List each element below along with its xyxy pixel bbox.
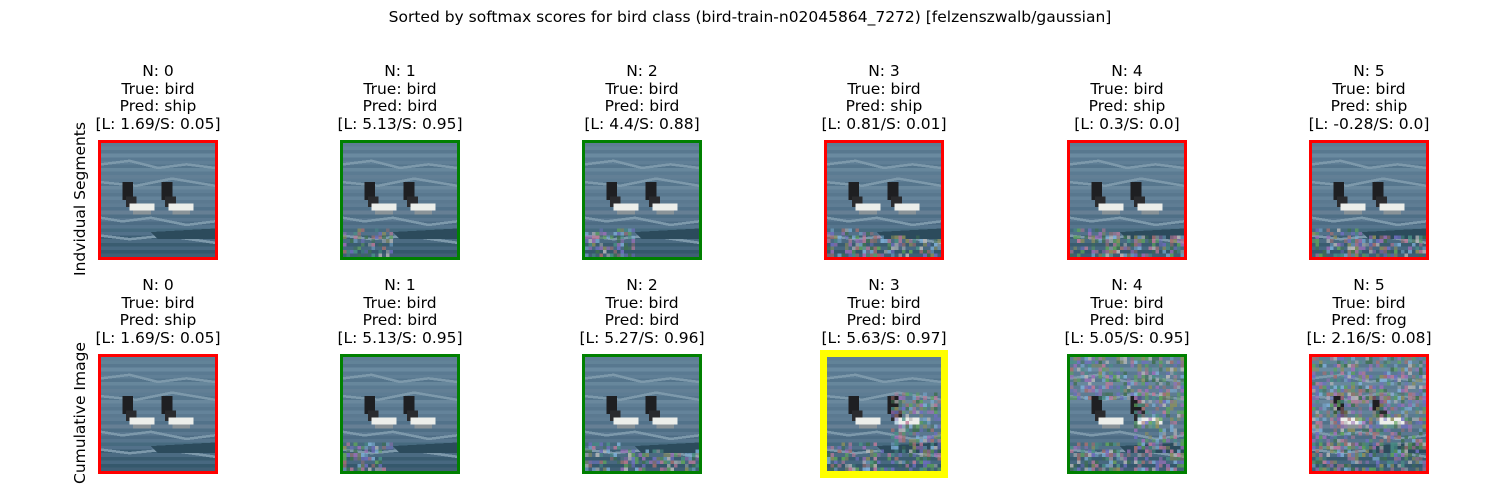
panel-title-scores-line: [L: 5.05/S: 0.95]	[1064, 328, 1190, 347]
panel-title-scores-line: [L: 5.27/S: 0.96]	[579, 328, 705, 347]
panel-title-pred-line: Pred: bird	[362, 97, 438, 115]
panel-title-n-line: N: 0	[142, 62, 174, 80]
panel-title-pred-line: Pred: ship	[119, 311, 197, 329]
panel-title-true-line: True: bird	[847, 293, 921, 312]
panel-title-n-line: N: 2	[626, 62, 658, 80]
figure-suptitle: Sorted by softmax scores for bird class …	[388, 8, 1112, 26]
row-label-cumulative-image: Cumulative Image	[71, 342, 89, 484]
panel-title-n-line: N: 1	[384, 62, 416, 80]
segment-thumbnail	[824, 140, 944, 260]
panel-title-n-line: N: 1	[384, 276, 416, 294]
panel-title-scores-line: [L: 2.16/S: 0.08]	[1306, 328, 1432, 347]
panel-title-pred-line: Pred: ship	[119, 97, 197, 115]
panel-title-scores-line: [L: 1.69/S: 0.05]	[95, 328, 221, 347]
panel-title-scores-line: [L: 5.63/S: 0.97]	[821, 328, 947, 347]
panel-title-n-line: N: 4	[1111, 62, 1143, 80]
panel-title-true-line: True: bird	[605, 293, 679, 312]
panel-title-pred-line: Pred: ship	[845, 97, 923, 115]
panel-title-true-line: True: bird	[363, 79, 437, 98]
panel-title-n-line: N: 4	[1111, 276, 1143, 294]
panel-title-true-line: True: bird	[847, 79, 921, 98]
panel-title-true-line: True: bird	[1332, 293, 1406, 312]
panel-title-n-line: N: 3	[868, 62, 900, 80]
panel-title-true-line: True: bird	[121, 79, 195, 98]
panel-title-pred-line: Pred: bird	[1089, 311, 1165, 329]
segment-thumbnail	[340, 354, 460, 474]
segment-thumbnail	[1309, 140, 1429, 260]
row-label-individual-segments: Indvidual Segments	[71, 122, 89, 276]
panel-title-true-line: True: bird	[121, 293, 195, 312]
segment-thumbnail	[98, 140, 218, 260]
segment-thumbnail	[340, 140, 460, 260]
panel-title-pred-line: Pred: bird	[604, 311, 680, 329]
panel-title-scores-line: [L: 0.3/S: 0.0]	[1074, 114, 1180, 133]
segment-thumbnail	[820, 350, 948, 478]
panel-title-pred-line: Pred: bird	[362, 311, 438, 329]
panel-title-n-line: N: 5	[1353, 62, 1385, 80]
segment-thumbnail	[98, 354, 218, 474]
segment-thumbnail	[1067, 140, 1187, 260]
panel-title-true-line: True: bird	[605, 79, 679, 98]
panel-title-n-line: N: 3	[868, 276, 900, 294]
panel-title-true-line: True: bird	[363, 293, 437, 312]
panel-title-scores-line: [L: -0.28/S: 0.0]	[1308, 114, 1430, 133]
panel-title-pred-line: Pred: ship	[1330, 97, 1408, 115]
panel-title-scores-line: [L: 5.13/S: 0.95]	[337, 328, 463, 347]
segment-thumbnail	[582, 140, 702, 260]
segment-thumbnail	[1309, 354, 1429, 474]
panel-title-pred-line: Pred: frog	[1331, 311, 1407, 329]
panel-title-pred-line: Pred: bird	[846, 311, 922, 329]
panel-title-true-line: True: bird	[1090, 79, 1164, 98]
panel-title-n-line: N: 2	[626, 276, 658, 294]
panel-title-pred-line: Pred: ship	[1088, 97, 1166, 115]
panel-title-scores-line: [L: 5.13/S: 0.95]	[337, 114, 463, 133]
panel-title-true-line: True: bird	[1332, 79, 1406, 98]
panel-title-scores-line: [L: 1.69/S: 0.05]	[95, 114, 221, 133]
panel-title-scores-line: [L: 0.81/S: 0.01]	[821, 114, 947, 133]
segment-thumbnail	[1067, 354, 1187, 474]
segment-thumbnail	[582, 354, 702, 474]
panel-title-pred-line: Pred: bird	[604, 97, 680, 115]
panel-title-true-line: True: bird	[1090, 293, 1164, 312]
panel-title-n-line: N: 0	[142, 276, 174, 294]
panel-title-n-line: N: 5	[1353, 276, 1385, 294]
panel-title-scores-line: [L: 4.4/S: 0.88]	[584, 114, 700, 133]
